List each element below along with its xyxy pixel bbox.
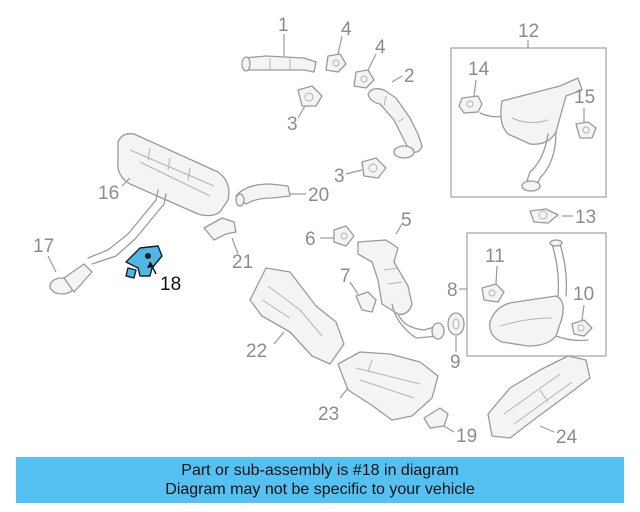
part-17-clamp[interactable]: [49, 263, 93, 295]
part-19-bracket[interactable]: [423, 407, 449, 429]
part-4-gasket-b[interactable]: [353, 69, 375, 89]
part-label-17[interactable]: 17: [33, 236, 54, 257]
part-label-11[interactable]: 11: [485, 246, 505, 267]
part-6-gasket[interactable]: [333, 225, 355, 247]
banner-line-1: Part or sub-assembly is #18 in diagram: [181, 462, 459, 479]
part-label-2[interactable]: 2: [404, 66, 415, 87]
part-8-converter-assembly[interactable]: [489, 239, 589, 347]
part-10-clamp[interactable]: [571, 319, 593, 337]
part-22-heat-shield[interactable]: [249, 267, 345, 365]
part-label-21[interactable]: 21: [232, 252, 253, 273]
part-label-14[interactable]: 14: [468, 59, 490, 80]
part-label-19[interactable]: 19: [456, 426, 477, 447]
part-label-1[interactable]: 1: [278, 15, 289, 36]
part-notice-banner: Part or sub-assembly is #18 in diagram D…: [16, 457, 624, 503]
part-label-7[interactable]: 7: [340, 266, 351, 287]
part-label-20[interactable]: 20: [308, 185, 329, 206]
group-box-8: [466, 232, 607, 357]
part-label-3b[interactable]: 3: [334, 166, 345, 187]
part-label-10[interactable]: 10: [573, 284, 594, 305]
part-label-24[interactable]: 24: [556, 427, 578, 448]
part-11-hanger[interactable]: [481, 283, 505, 303]
part-label-12[interactable]: 12: [518, 21, 539, 42]
part-label-8[interactable]: 8: [447, 280, 458, 301]
part-12-rear-muffler[interactable]: [479, 77, 583, 192]
part-label-4b[interactable]: 4: [375, 37, 386, 58]
part-4-gasket-a[interactable]: [325, 53, 347, 73]
part-23-heat-shield[interactable]: [337, 351, 439, 421]
part-7-bracket[interactable]: [355, 291, 377, 313]
part-label-13[interactable]: 13: [575, 207, 596, 228]
part-3-gasket-b[interactable]: [361, 157, 387, 179]
part-label-18[interactable]: 18: [160, 274, 181, 295]
part-1-front-pipe[interactable]: [241, 55, 317, 73]
part-label-5[interactable]: 5: [401, 210, 412, 231]
part-20-pipe[interactable]: [235, 183, 291, 207]
part-9-gasket[interactable]: [447, 312, 465, 336]
part-16-center-muffler[interactable]: [87, 133, 230, 265]
part-label-23[interactable]: 23: [318, 404, 339, 425]
part-21-hanger[interactable]: [203, 217, 237, 241]
exhaust-parts-diagram: 12 14 15 13 8 11: [33, 15, 607, 448]
part-15-clamp[interactable]: [575, 121, 597, 139]
part-label-22[interactable]: 22: [246, 341, 267, 362]
part-5-catalytic-converter[interactable]: [357, 239, 445, 340]
part-2-exhaust-pipe[interactable]: [367, 88, 423, 159]
part-label-4a[interactable]: 4: [341, 19, 352, 40]
part-14-hanger[interactable]: [458, 95, 483, 114]
part-label-15[interactable]: 15: [574, 87, 595, 108]
part-3-gasket-a[interactable]: [297, 85, 323, 107]
part-label-6[interactable]: 6: [305, 229, 316, 250]
part-label-16[interactable]: 16: [98, 183, 119, 204]
part-label-9[interactable]: 9: [450, 352, 461, 373]
banner-line-2: Diagram may not be specific to your vehi…: [165, 481, 475, 498]
part-18-hanger-bracket[interactable]: [125, 245, 163, 279]
part-label-3a[interactable]: 3: [287, 114, 298, 135]
part-24-heat-shield[interactable]: [487, 355, 591, 439]
part-13-gasket[interactable]: [529, 208, 559, 224]
